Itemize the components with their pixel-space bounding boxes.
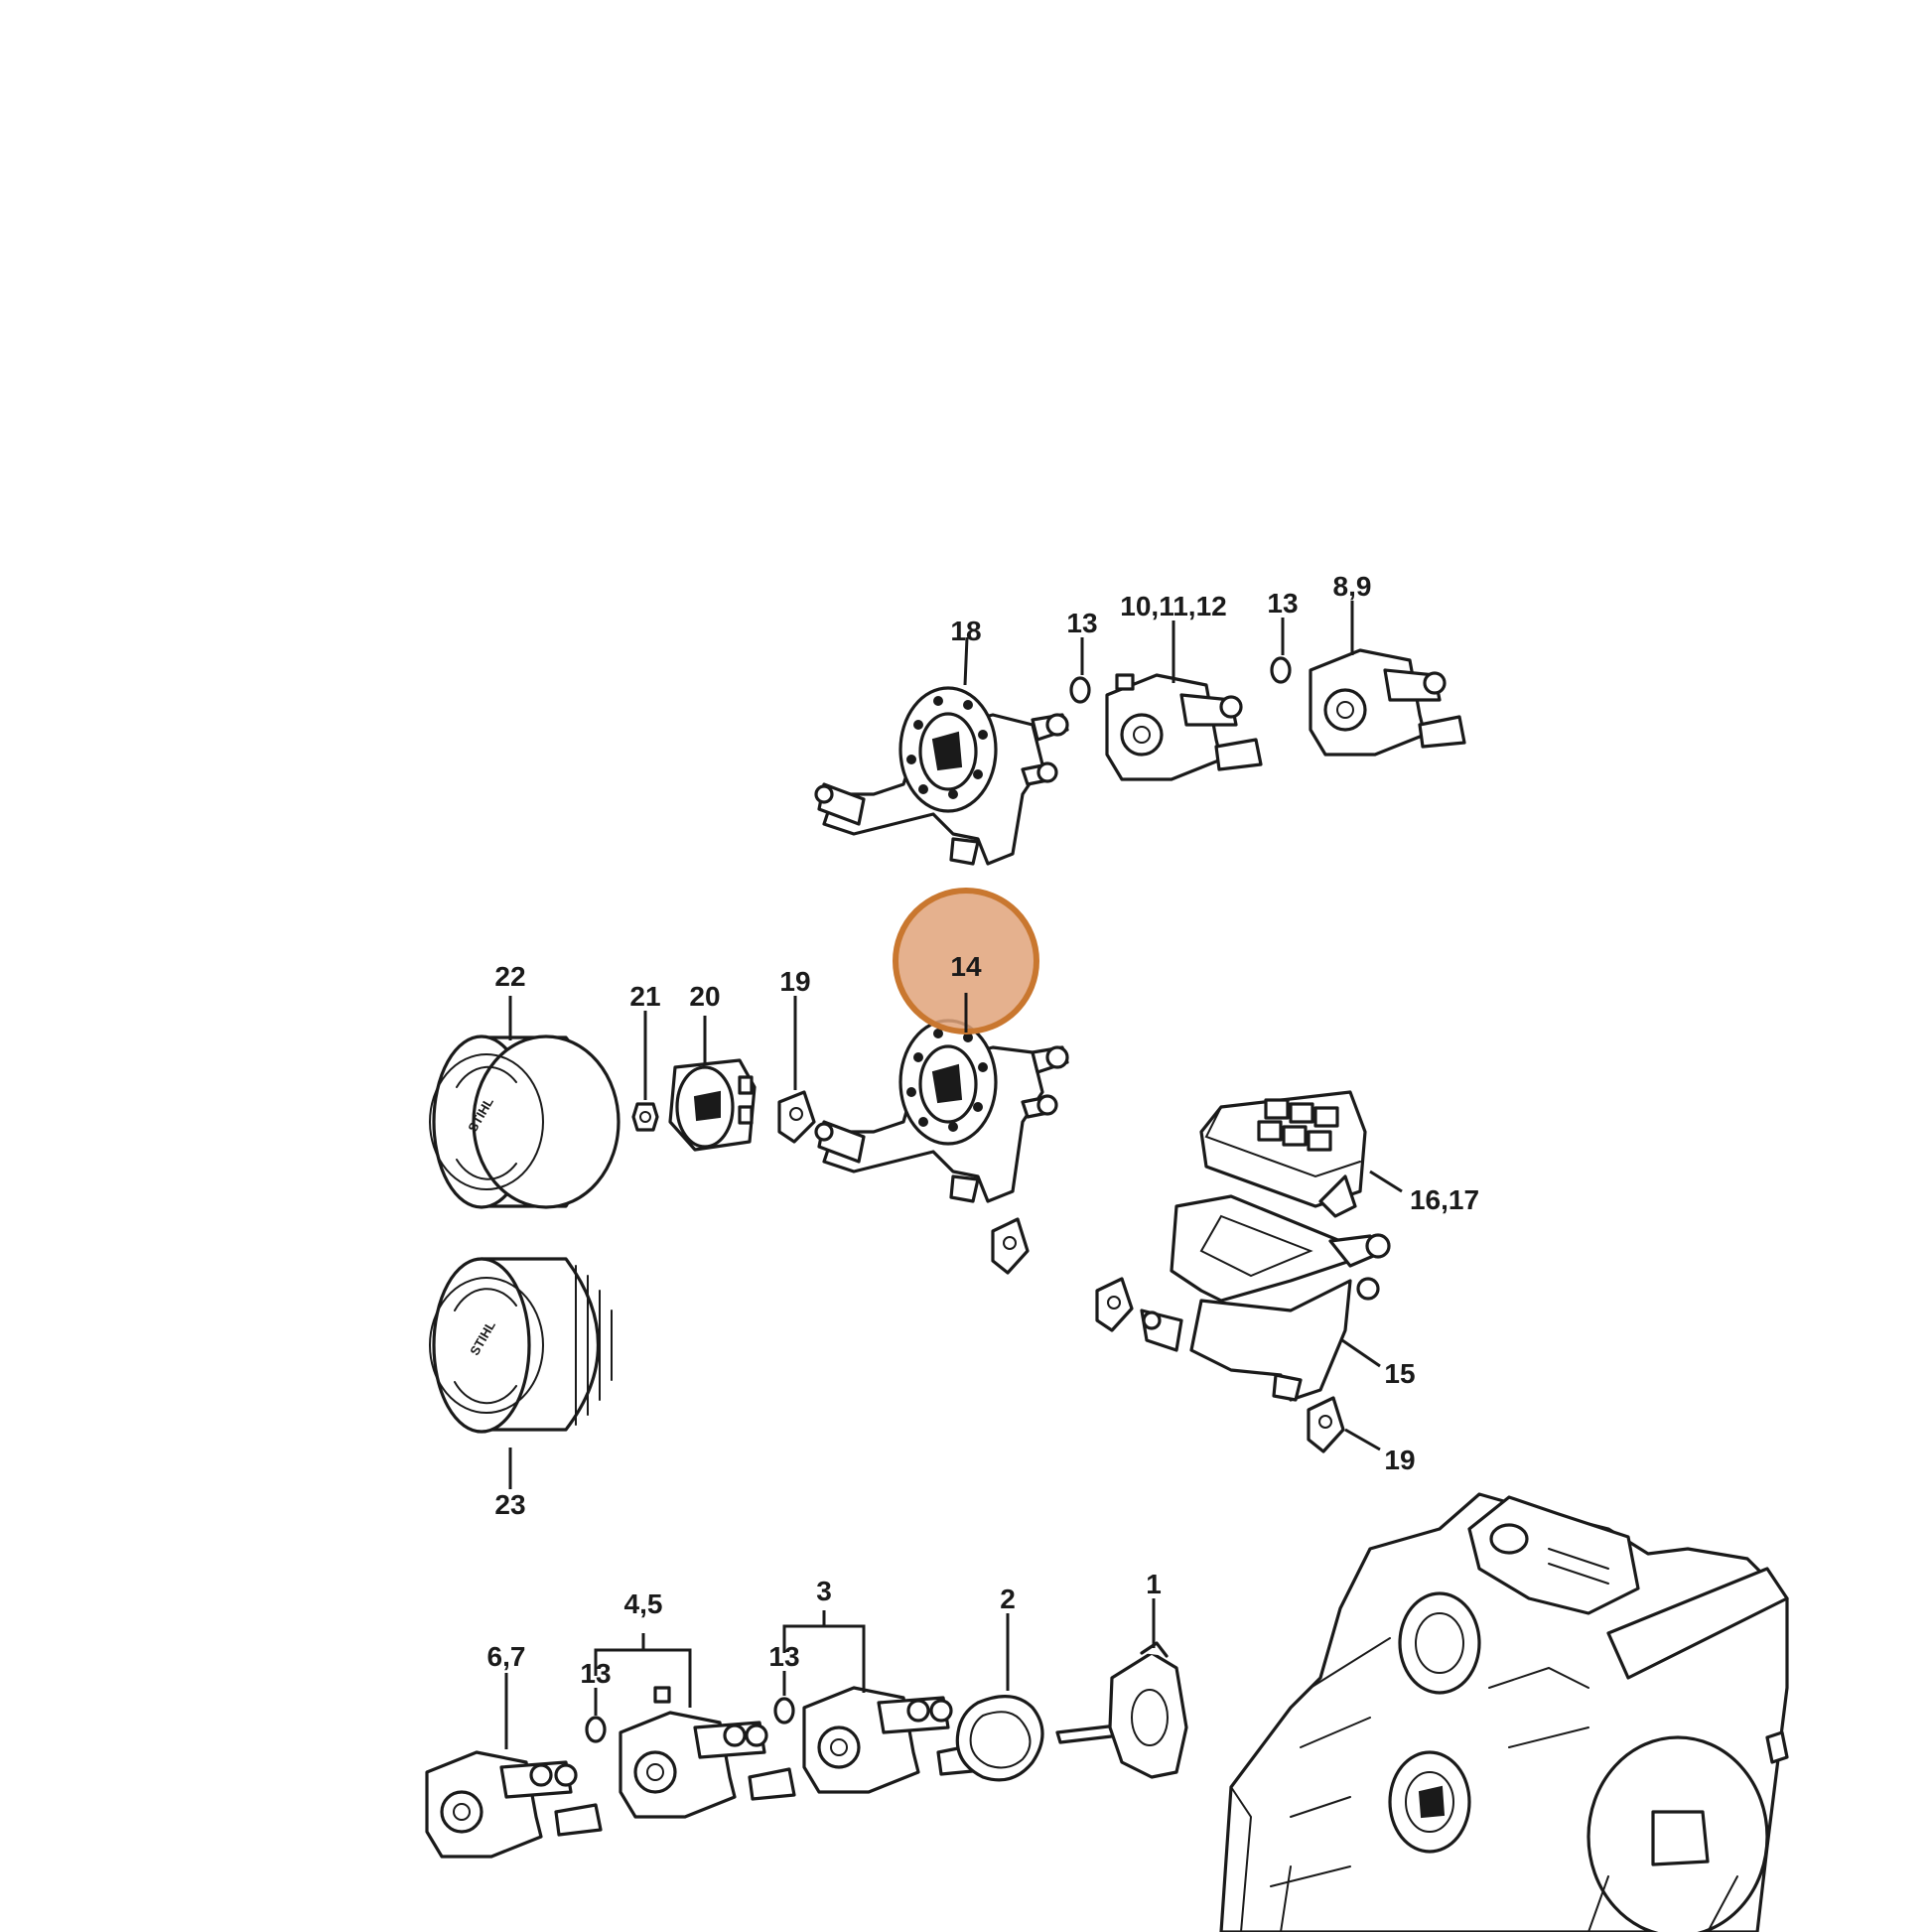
callout-1: 1: [1146, 1569, 1162, 1599]
callout-4-5: 4,5: [624, 1588, 663, 1619]
chainsaw-housing-assembly: [1219, 1492, 1789, 1932]
part-2-gasket[interactable]: [955, 1695, 1044, 1782]
part-8-9-carburetor[interactable]: [1309, 648, 1466, 757]
callout-20: 20: [689, 981, 720, 1012]
part-19-grommet-left-15[interactable]: [1095, 1277, 1134, 1332]
part-13-gasket-ring-b[interactable]: [1270, 656, 1292, 684]
part-19-grommet-b[interactable]: [1307, 1396, 1345, 1453]
callout-16-17: 16,17: [1410, 1184, 1479, 1215]
callout-19-a: 19: [779, 966, 810, 997]
part-18-carburetor-flange[interactable]: [814, 686, 1069, 866]
callout-10-11-12: 10,11,12: [1120, 591, 1226, 621]
callout-18: 18: [950, 616, 981, 646]
callout-14: 14: [950, 951, 982, 982]
leader-19-b: [1344, 1428, 1381, 1451]
part-13-gasket-ring-c[interactable]: [585, 1716, 607, 1743]
callout-2: 2: [1000, 1584, 1016, 1614]
callout-13-b: 13: [1267, 588, 1298, 619]
part-23-air-filter[interactable]: STIHL: [429, 1257, 613, 1434]
callout-6-7: 6,7: [487, 1641, 526, 1672]
part-15-filter-base[interactable]: [1140, 1194, 1391, 1402]
part-14-carburetor-flange[interactable]: [814, 1019, 1069, 1203]
part-16-17-filter-cover[interactable]: [1199, 1090, 1367, 1218]
leader-18: [963, 636, 969, 686]
leader-16-17: [1369, 1170, 1403, 1193]
callout-8-9: 8,9: [1333, 571, 1372, 602]
callout-22: 22: [494, 961, 525, 992]
callout-3: 3: [816, 1576, 832, 1606]
callout-15: 15: [1384, 1358, 1415, 1389]
part-13-gasket-ring-d[interactable]: [773, 1697, 795, 1725]
part-20-filter-bracket[interactable]: [668, 1058, 757, 1152]
part-1-intake-manifold[interactable]: [1055, 1641, 1188, 1779]
part-21-nut[interactable]: [631, 1102, 659, 1132]
leader-15: [1341, 1338, 1381, 1368]
part-22-air-filter[interactable]: STIHL: [429, 1035, 621, 1209]
leader-3: [782, 1610, 866, 1693]
part-19-grommet-under-14[interactable]: [991, 1217, 1030, 1275]
leader-4-5: [594, 1633, 692, 1708]
callout-21: 21: [629, 981, 660, 1012]
callout-13-a: 13: [1066, 608, 1097, 638]
part-10-11-12-carburetor[interactable]: [1105, 673, 1263, 781]
callout-19-b: 19: [1384, 1445, 1415, 1475]
part-19-grommet[interactable]: [777, 1090, 816, 1144]
callout-23: 23: [494, 1489, 525, 1520]
part-4-5-carburetor[interactable]: [619, 1686, 796, 1819]
part-3-carburetor[interactable]: [802, 1686, 985, 1794]
part-13-gasket-ring[interactable]: [1069, 676, 1091, 704]
part-6-7-carburetor[interactable]: [425, 1750, 603, 1859]
